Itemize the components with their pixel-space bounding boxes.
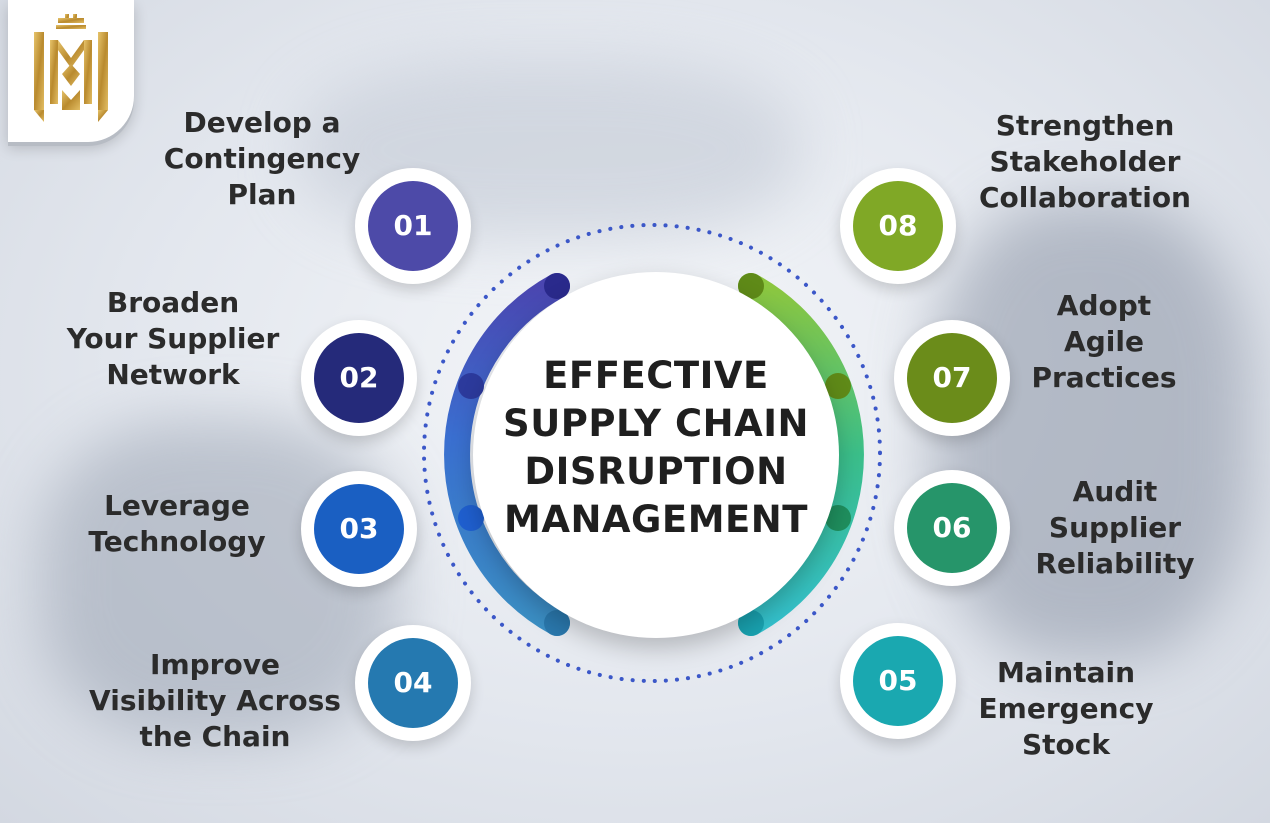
step-07-badge: 07 [894,320,1010,436]
step-07-label: Adopt Agile Practices [1004,288,1204,396]
center-circle [473,272,839,638]
step-number: 07 [907,333,997,423]
center-title: EFFECTIVE SUPPLY CHAIN DISRUPTION MANAGE… [473,352,839,544]
step-label-line: Practices [1031,361,1177,394]
center-title-line: EFFECTIVE [543,354,769,397]
background-shape [930,200,1250,660]
step-label-line: Improve [150,648,280,681]
logo-tab [8,0,134,142]
center-title-line: SUPPLY CHAIN [503,402,809,445]
step-06-badge: 06 [894,470,1010,586]
step-label-line: Broaden [106,286,240,319]
step-02-label: Broaden Your Supplier Network [48,285,298,393]
step-label-line: Adopt [1056,289,1152,322]
right-arc [738,273,864,636]
step-08-badge: 08 [840,168,956,284]
step-label-line: Leverage [104,489,250,522]
step-label-line: Maintain [996,656,1136,689]
step-number: 03 [314,484,404,574]
step-label-line: Network [106,358,240,391]
step-01-badge: 01 [355,168,471,284]
step-label-line: Stakeholder [989,145,1181,178]
step-label-line: Supplier [1048,511,1182,544]
crown-monogram-logo-icon [34,14,108,122]
step-number: 02 [314,333,404,423]
step-label-line: Contingency [163,142,361,175]
step-label-line: Your Supplier [66,322,280,355]
dotted-ring [422,223,882,683]
step-number: 05 [853,636,943,726]
step-number: 06 [907,483,997,573]
step-03-label: Leverage Technology [62,488,292,560]
step-label-line: Audit [1072,475,1158,508]
step-label-line: the Chain [139,720,291,753]
step-05-label: Maintain Emergency Stock [956,655,1176,763]
step-06-label: Audit Supplier Reliability [1010,474,1220,582]
step-label-line: Reliability [1035,547,1195,580]
left-arc [444,273,570,636]
step-08-label: Strengthen Stakeholder Collaboration [965,108,1205,216]
step-03-badge: 03 [301,471,417,587]
step-number: 01 [368,181,458,271]
step-01-label: Develop a Contingency Plan [142,105,382,213]
step-label-line: Visibility Across [89,684,341,717]
step-04-label: Improve Visibility Across the Chain [80,647,350,755]
step-label-line: Plan [227,178,297,211]
step-label-line: Emergency [978,692,1154,725]
arc-dots [458,273,851,636]
center-title-line: MANAGEMENT [504,498,808,541]
step-label-line: Develop a [183,106,341,139]
step-02-badge: 02 [301,320,417,436]
step-04-badge: 04 [355,625,471,741]
step-label-line: Technology [88,525,266,558]
center-title-line: DISRUPTION [524,450,788,493]
step-number: 08 [853,181,943,271]
step-label-line: Strengthen [995,109,1175,142]
step-label-line: Stock [1021,728,1110,761]
step-number: 04 [368,638,458,728]
step-05-badge: 05 [840,623,956,739]
step-label-line: Collaboration [978,181,1191,214]
step-label-line: Agile [1064,325,1144,358]
